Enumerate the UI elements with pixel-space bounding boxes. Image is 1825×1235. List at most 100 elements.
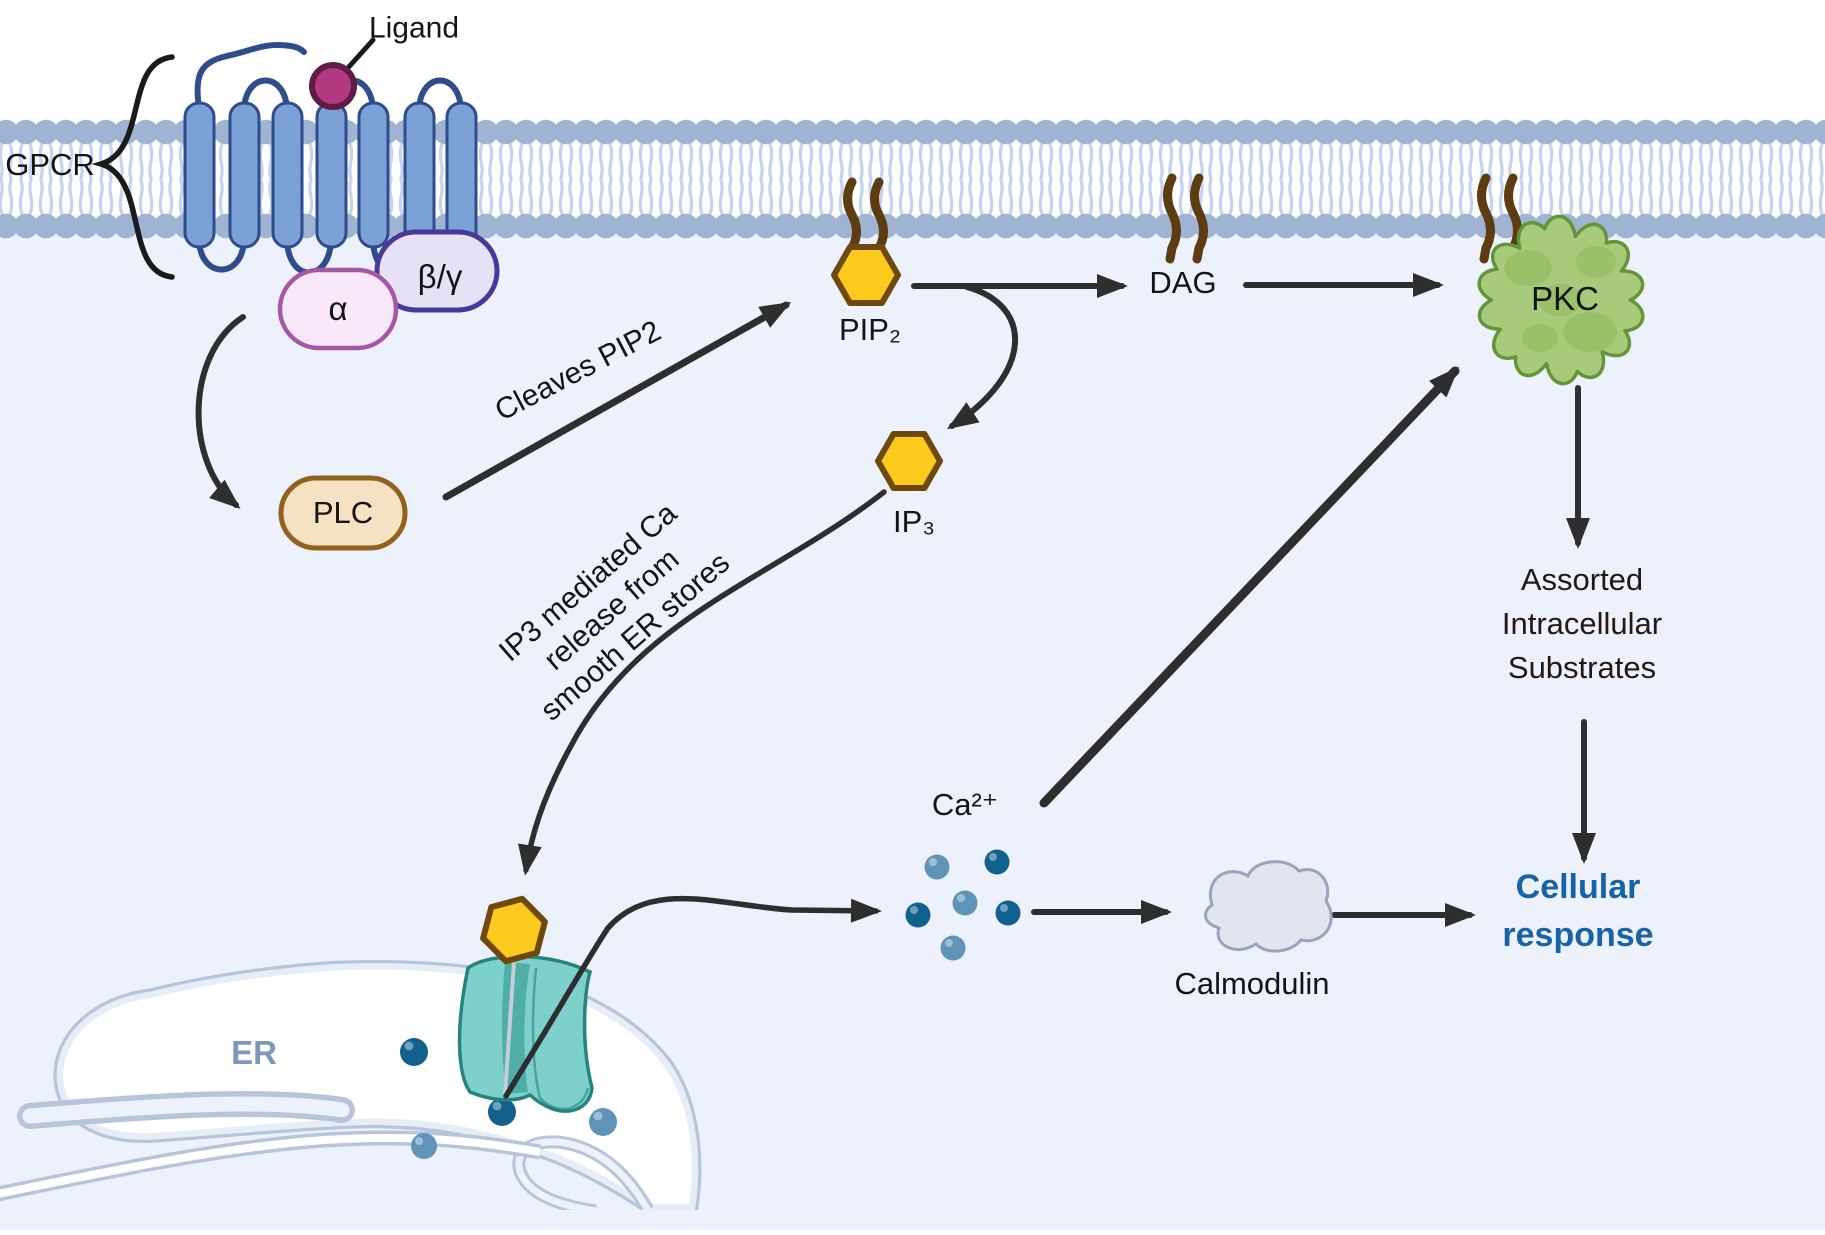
lipid-head <box>673 213 699 239</box>
lipid-tail <box>1218 142 1224 180</box>
alpha-label: α <box>328 289 348 327</box>
lipid-tail <box>688 178 694 216</box>
lipid-tail <box>888 178 894 216</box>
lipid-head <box>1633 213 1659 239</box>
gpcr-helix <box>228 101 261 249</box>
lipid-tail <box>788 178 794 216</box>
lipid-tail <box>268 178 274 216</box>
lipid-tail <box>1278 178 1284 216</box>
lipid-tail <box>518 142 524 180</box>
lipid-tail <box>1118 142 1124 180</box>
lipid-tail <box>1328 142 1334 180</box>
lipid-head <box>1473 119 1499 145</box>
calcium-ion <box>940 935 966 961</box>
lipid-head <box>1413 213 1439 239</box>
lipid-tail <box>1078 178 1084 216</box>
lipid-tail <box>728 142 734 180</box>
lipid-tail <box>608 142 614 180</box>
lipid-tail <box>598 142 604 180</box>
lipid-tail <box>1268 142 1274 180</box>
lipid-tail <box>928 142 934 180</box>
pkc-label: PKC <box>1531 279 1599 317</box>
lipid-tail <box>158 142 164 180</box>
lipid-tail <box>1788 142 1794 180</box>
lipid-head <box>1333 213 1359 239</box>
lipid-tail <box>998 142 1004 180</box>
lipid-tail <box>638 142 644 180</box>
lipid-head <box>13 119 39 145</box>
lipid-head <box>1333 119 1359 145</box>
lipid-tail <box>678 178 684 216</box>
lipid-tail <box>1478 142 1484 180</box>
lipid-head <box>1033 119 1059 145</box>
lipid-head <box>53 213 79 239</box>
lipid-tail <box>1588 178 1594 216</box>
calmodulin-label: Calmodulin <box>1174 965 1330 1001</box>
lipid-tail <box>1138 178 1144 216</box>
lipid-tail <box>1068 142 1074 180</box>
ion-highlight-icon <box>593 1111 603 1121</box>
lipid-tail <box>1298 178 1304 216</box>
lipid-head <box>1513 119 1539 145</box>
ligand-pointer-line <box>344 37 376 72</box>
lipid-tail <box>1128 142 1134 180</box>
lipid-tail <box>1608 142 1614 180</box>
lipid-head <box>953 119 979 145</box>
lipid-tail <box>648 142 654 180</box>
lipid-tail <box>438 178 444 216</box>
lipid-head <box>1653 213 1679 239</box>
lipid-tail <box>1368 142 1374 180</box>
gpcr-intracellular-loop <box>196 235 247 273</box>
lipid-head <box>913 119 939 145</box>
channel-pore-line <box>503 961 516 1096</box>
lipid-tail <box>858 178 864 216</box>
lipid-head <box>1293 119 1319 145</box>
lipid-tail <box>1008 178 1014 216</box>
lipid-tail <box>668 178 674 216</box>
lipid-head <box>1773 119 1799 145</box>
lipid-tail <box>908 178 914 216</box>
lipid-tail <box>68 142 74 180</box>
lipid-tail <box>1778 142 1784 180</box>
lipid-tail <box>688 142 694 180</box>
lipid-tail <box>1738 142 1744 180</box>
alpha-subunit <box>277 267 399 351</box>
lipid-head <box>1133 119 1159 145</box>
ip3-receptor-channel <box>457 954 594 1113</box>
lipid-head <box>1433 213 1459 239</box>
lipid-tail <box>388 178 394 216</box>
lipid-tail <box>1058 178 1064 216</box>
plc-enzyme <box>278 475 408 551</box>
cellular-response-label: Cellular response <box>1502 863 1653 959</box>
ligand-label: Ligand <box>368 11 460 45</box>
lipid-tail <box>1638 178 1644 216</box>
lipid-tail <box>778 178 784 216</box>
ion-highlight-icon <box>404 1041 414 1051</box>
lipid-tail <box>178 142 184 180</box>
lipid-head <box>1713 213 1739 239</box>
lipid-head <box>1733 213 1759 239</box>
gpcr-helix <box>403 101 436 249</box>
lipid-tail <box>168 142 174 180</box>
calcium-ion <box>488 1098 516 1126</box>
lipid-tail <box>168 178 174 216</box>
lipid-tail <box>1268 178 1274 216</box>
lipid-tail <box>1078 142 1084 180</box>
lipid-tail <box>618 178 624 216</box>
lipid-tail <box>938 178 944 216</box>
lipid-tail <box>1278 142 1284 180</box>
lipid-head <box>533 213 559 239</box>
arrow-calcium-to-pkc <box>1039 366 1460 808</box>
lipid-tail <box>1538 142 1544 180</box>
lipid-tail <box>988 142 994 180</box>
lipid-tail <box>1028 142 1034 180</box>
ip3-label: IP₃ <box>893 503 935 539</box>
lipid-tail <box>958 178 964 216</box>
lipid-tail <box>1458 178 1464 216</box>
lipid-tail <box>1368 178 1374 216</box>
lipid-tail <box>1388 142 1394 180</box>
lipid-tail <box>738 142 744 180</box>
lipid-tail <box>528 142 534 180</box>
pip2-label: PIP₂ <box>839 311 901 347</box>
